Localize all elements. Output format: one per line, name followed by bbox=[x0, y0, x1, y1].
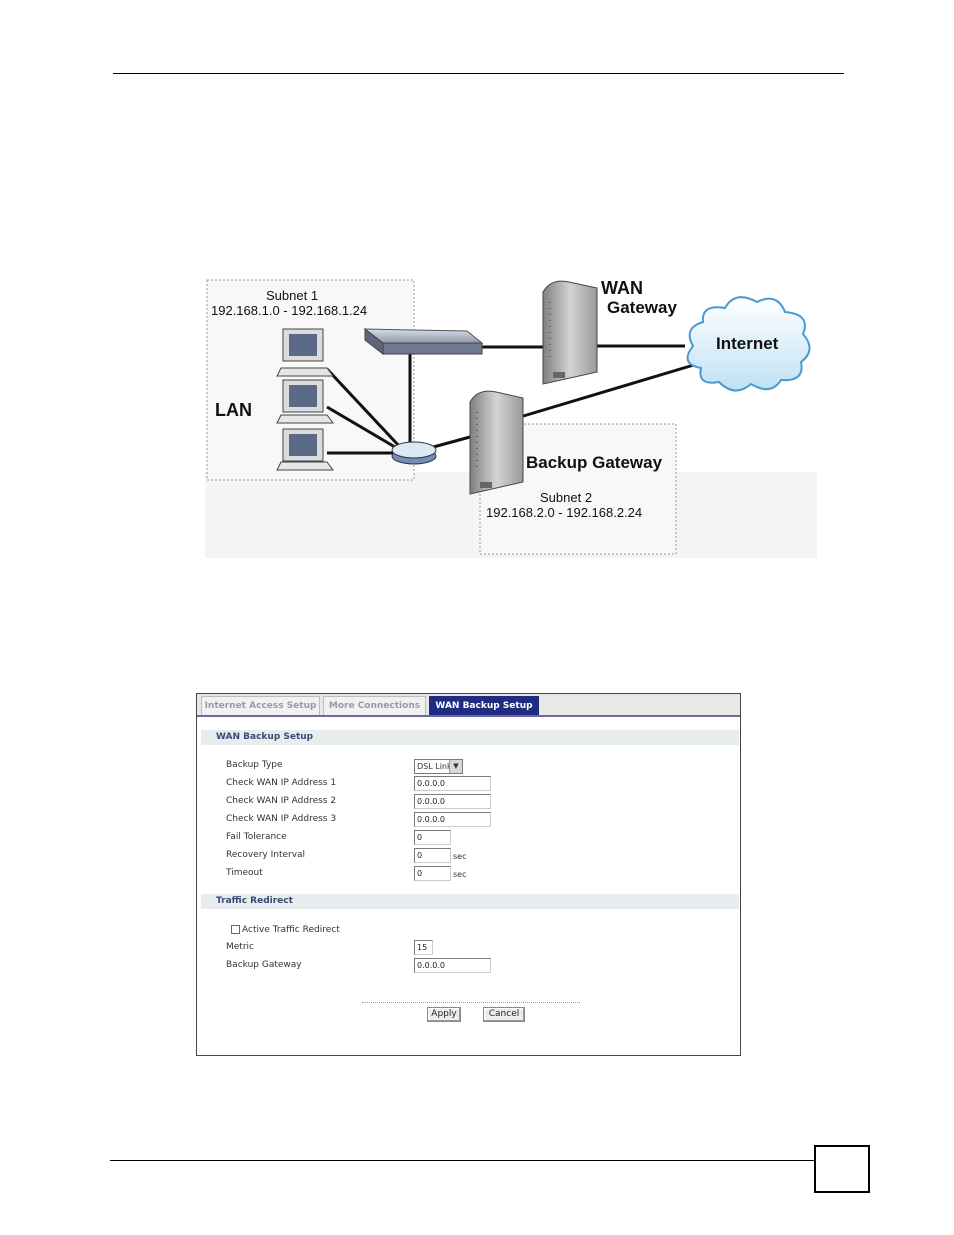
subnet1-title: Subnet 1 bbox=[266, 288, 318, 303]
page-number-box bbox=[814, 1145, 870, 1193]
wan-gateway-icon bbox=[543, 281, 597, 384]
recovery-interval-label: Recovery Interval bbox=[226, 850, 305, 860]
tab-internet-access-setup[interactable]: Internet Access Setup bbox=[201, 696, 320, 715]
check-ip1-input[interactable]: 0.0.0.0 bbox=[414, 776, 491, 791]
wan-backup-screen: Internet Access Setup More Connections W… bbox=[196, 693, 741, 1056]
backup-type-select[interactable]: DSL Link ▼ bbox=[414, 759, 463, 774]
tab-wan-backup-setup[interactable]: WAN Backup Setup bbox=[429, 696, 539, 715]
check-ip3-input[interactable]: 0.0.0.0 bbox=[414, 812, 491, 827]
router-icon bbox=[392, 442, 436, 458]
check-ip3-label: Check WAN IP Address 3 bbox=[226, 814, 336, 824]
backup-gateway-input[interactable]: 0.0.0.0 bbox=[414, 958, 491, 973]
header-rule bbox=[113, 73, 844, 74]
wan-gateway-label: Gateway bbox=[607, 298, 677, 318]
timeout-input[interactable]: 0 bbox=[414, 866, 451, 881]
backup-gateway-field-label: Backup Gateway bbox=[226, 960, 302, 970]
switch-icon bbox=[365, 329, 482, 343]
wan-label: WAN bbox=[601, 278, 643, 299]
backup-type-label: Backup Type bbox=[226, 760, 283, 770]
subnet2-title: Subnet 2 bbox=[540, 490, 592, 505]
backup-gateway-label: Backup Gateway bbox=[526, 453, 662, 473]
check-ip2-label: Check WAN IP Address 2 bbox=[226, 796, 336, 806]
recovery-interval-unit: sec bbox=[453, 852, 467, 861]
subnet1-range: 192.168.1.0 - 192.168.1.24 bbox=[211, 303, 367, 318]
backup-type-value: DSL Link bbox=[417, 762, 452, 771]
metric-input[interactable]: 15 bbox=[414, 940, 433, 955]
timeout-unit: sec bbox=[453, 870, 467, 879]
tab-more-connections[interactable]: More Connections bbox=[323, 696, 426, 715]
recovery-interval-input[interactable]: 0 bbox=[414, 848, 451, 863]
tab-bar: Internet Access Setup More Connections W… bbox=[197, 694, 740, 717]
timeout-label: Timeout bbox=[226, 868, 263, 878]
wan-backup-diagram: Subnet 1 192.168.1.0 - 192.168.1.24 LAN … bbox=[205, 272, 817, 558]
metric-label: Metric bbox=[226, 942, 254, 952]
cancel-button[interactable]: Cancel bbox=[483, 1007, 525, 1022]
chevron-down-icon[interactable]: ▼ bbox=[449, 760, 462, 773]
internet-label: Internet bbox=[716, 334, 778, 354]
traffic-redirect-section-header: Traffic Redirect bbox=[201, 894, 739, 909]
fail-tolerance-input[interactable]: 0 bbox=[414, 830, 451, 845]
button-separator bbox=[362, 1002, 580, 1003]
check-ip1-label: Check WAN IP Address 1 bbox=[226, 778, 336, 788]
check-ip2-input[interactable]: 0.0.0.0 bbox=[414, 794, 491, 809]
apply-button[interactable]: Apply bbox=[427, 1007, 461, 1022]
backup-gateway-icon bbox=[470, 391, 523, 494]
fail-tolerance-label: Fail Tolerance bbox=[226, 832, 287, 842]
active-traffic-redirect-label: Active Traffic Redirect bbox=[242, 925, 340, 935]
subnet2-range: 192.168.2.0 - 192.168.2.24 bbox=[486, 505, 642, 520]
wan-backup-section-header: WAN Backup Setup bbox=[201, 730, 739, 745]
lan-label: LAN bbox=[215, 400, 252, 421]
active-traffic-redirect-checkbox[interactable] bbox=[231, 925, 240, 934]
footer-rule bbox=[110, 1160, 814, 1161]
